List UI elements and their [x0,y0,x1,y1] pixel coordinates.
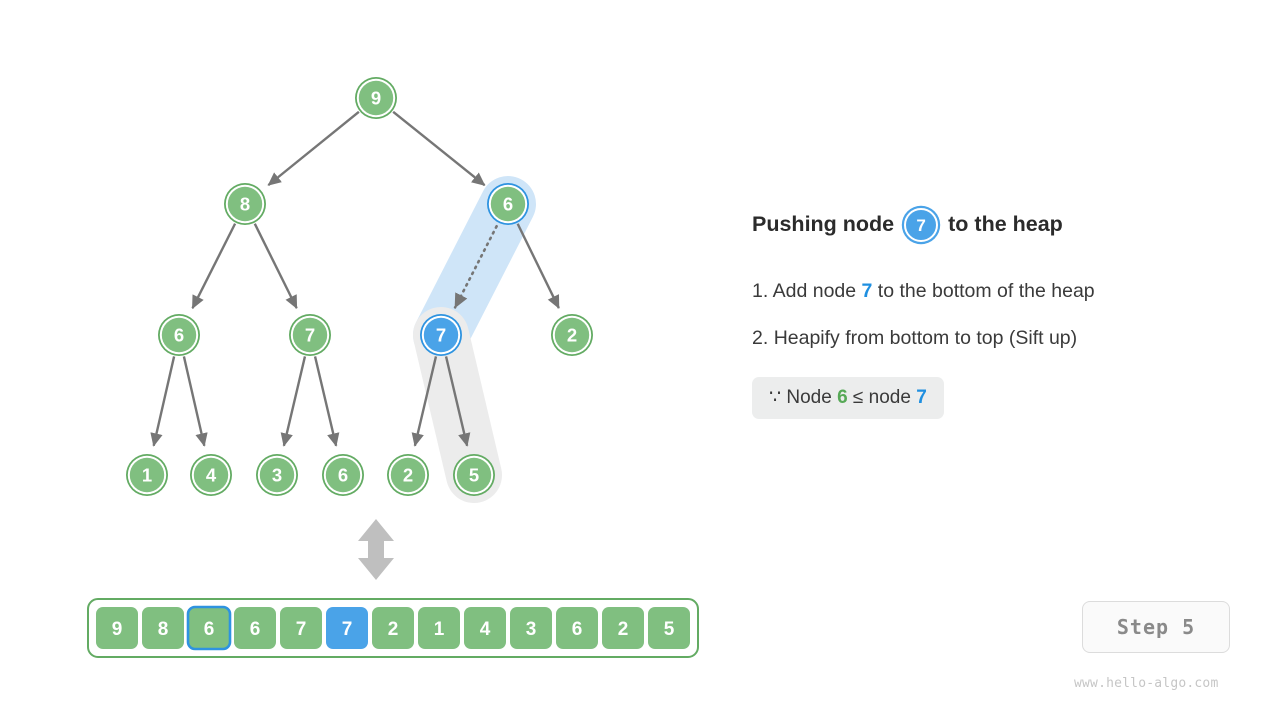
tree-node: 9 [355,77,397,119]
sift-up-dotted-edge [453,224,498,309]
array-cell-value: 4 [480,619,491,640]
array-cell: 6 [556,607,598,649]
tree-node: 7 [420,314,462,356]
step-1-number: 1. [752,280,773,302]
tree-node-value: 6 [338,465,348,486]
title-node-badge: 7 [904,208,939,242]
tree-edge [253,223,298,309]
array-cell: 2 [372,607,414,649]
array-cell: 9 [96,607,138,649]
array-cell-value: 2 [618,619,629,640]
array-cell-value: 3 [526,619,537,640]
tree-node-value: 4 [206,465,217,486]
array-cell-value: 6 [572,619,583,640]
array-cell: 1 [418,607,460,649]
step-item-1: 1. Add node 7 to the bottom of the heap [752,280,1222,302]
because-symbol: ∵ [769,387,787,408]
array-cell-value: 6 [204,619,215,640]
array-cell-value: 5 [664,619,675,640]
vertical-double-arrow-icon [358,519,394,580]
step-1-text-a: Add node [772,280,862,302]
tree-edge [191,223,237,310]
tree-node-value: 7 [305,325,315,346]
tree-node-value: 6 [174,325,184,346]
tree-edge [280,356,307,447]
array-cell-value: 6 [250,619,261,640]
tree-node: 2 [551,314,593,356]
tree-node: 6 [322,454,364,496]
step-item-2: 2. Heapify from bottom to top (Sift up) [752,326,1222,349]
array-cell: 6 [186,605,232,651]
step-list: 1. Add node 7 to the bottom of the heap … [752,280,1222,419]
tree-node-value: 6 [503,194,513,215]
step-1-text-b: to the bottom of the heap [872,280,1095,302]
tree-edge [516,223,560,309]
array-cell: 7 [280,607,322,649]
tree-node: 4 [190,454,232,496]
tree-node-value: 2 [403,465,413,486]
array-cell: 3 [510,607,552,649]
step-1-highlight: 7 [861,280,873,302]
tree-node: 2 [387,454,429,496]
tree-node-value: 3 [272,465,282,486]
step-indicator: Step 5 [1082,601,1230,653]
array-cell-value: 7 [296,619,307,640]
array-cell-value: 1 [434,619,445,640]
array-cell-value: 9 [112,619,123,640]
watermark: www.hello-algo.com [1074,676,1219,691]
page-title: Pushing node 7 to the heap [752,208,1222,242]
tree-edge [267,110,360,187]
array-cell-value: 8 [158,619,169,640]
tree-edge [392,110,486,187]
tree-node-value: 9 [371,88,381,109]
reason-text-mid: ≤ node [847,387,917,408]
tree-edge [313,356,340,447]
array-container [87,598,699,658]
tree-edge [182,356,208,447]
tree-edge [150,356,176,447]
array-cell-value: 7 [342,619,353,640]
reason-callout: ∵ Node 6 ≤ node 7 [752,377,944,419]
tree-node: 3 [256,454,298,496]
array-cell: 8 [142,607,184,649]
step-2-text-a: Heapify from bottom to top (Sift up) [773,326,1078,349]
tree-node: 5 [453,454,495,496]
tree-node-value: 5 [469,465,479,486]
array-cell: 5 [648,607,690,649]
array-cell: 6 [234,607,276,649]
tree-node: 1 [126,454,168,496]
array-cell: 4 [464,607,506,649]
title-suffix: to the heap [948,212,1063,237]
tree-node: 7 [289,314,331,356]
tree-edge [411,356,438,447]
array-cell-value: 2 [388,619,399,640]
tree-node-value: 8 [240,194,250,215]
reason-green-value: 6 [837,387,848,408]
tree-node-value: 7 [436,325,446,346]
reason-text-a: Node [786,387,838,408]
tree-node: 6 [158,314,200,356]
array-cell: 2 [602,607,644,649]
array-representation: 9 8 6 6 7 7 2 1 4 3 6 2 5 [87,598,699,658]
array-cell: 7 [326,607,368,649]
tree-node: 8 [224,183,266,225]
tree-edges [150,110,560,447]
tree-node-value: 2 [567,325,577,346]
tree-nodes: 9 8 6 6 7 7 2 1 4 3 6 2 5 [126,77,593,496]
tree-edge [444,356,471,447]
tree-node-value: 1 [142,465,152,486]
step-2-number: 2. [752,326,774,349]
tree-node: 6 [487,183,529,225]
title-prefix: Pushing node [752,212,895,237]
reason-blue-value: 7 [916,387,927,408]
description-panel: Pushing node 7 to the heap 1. Add node 7… [752,208,1222,419]
